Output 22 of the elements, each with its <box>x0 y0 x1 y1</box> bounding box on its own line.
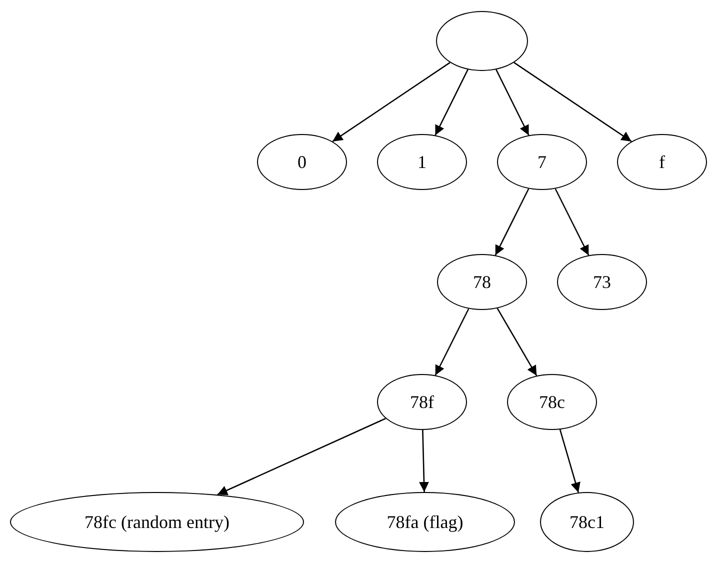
arrow <box>332 62 450 142</box>
node-label: 78f <box>410 392 434 412</box>
node-label: 73 <box>593 272 611 292</box>
node-label: 7 <box>538 152 546 172</box>
arrow <box>419 430 429 492</box>
node-label: 1 <box>418 152 426 172</box>
arrow <box>554 188 590 256</box>
node-label: 78 <box>473 272 491 292</box>
arrow <box>217 418 386 496</box>
node-label: f <box>659 152 665 172</box>
node-label: 78c1 <box>570 512 604 532</box>
arrow <box>496 69 530 136</box>
node-label: 0 <box>298 152 306 172</box>
node-label: 78c <box>539 392 565 412</box>
arrow <box>494 188 530 256</box>
node-label: 78fc (random entry) <box>84 512 230 532</box>
arrow <box>434 69 468 136</box>
arrow <box>559 429 580 493</box>
arrow <box>496 308 538 376</box>
arrow <box>514 62 632 142</box>
node-label: 78fa (flag) <box>386 512 464 532</box>
arrow <box>434 308 470 376</box>
